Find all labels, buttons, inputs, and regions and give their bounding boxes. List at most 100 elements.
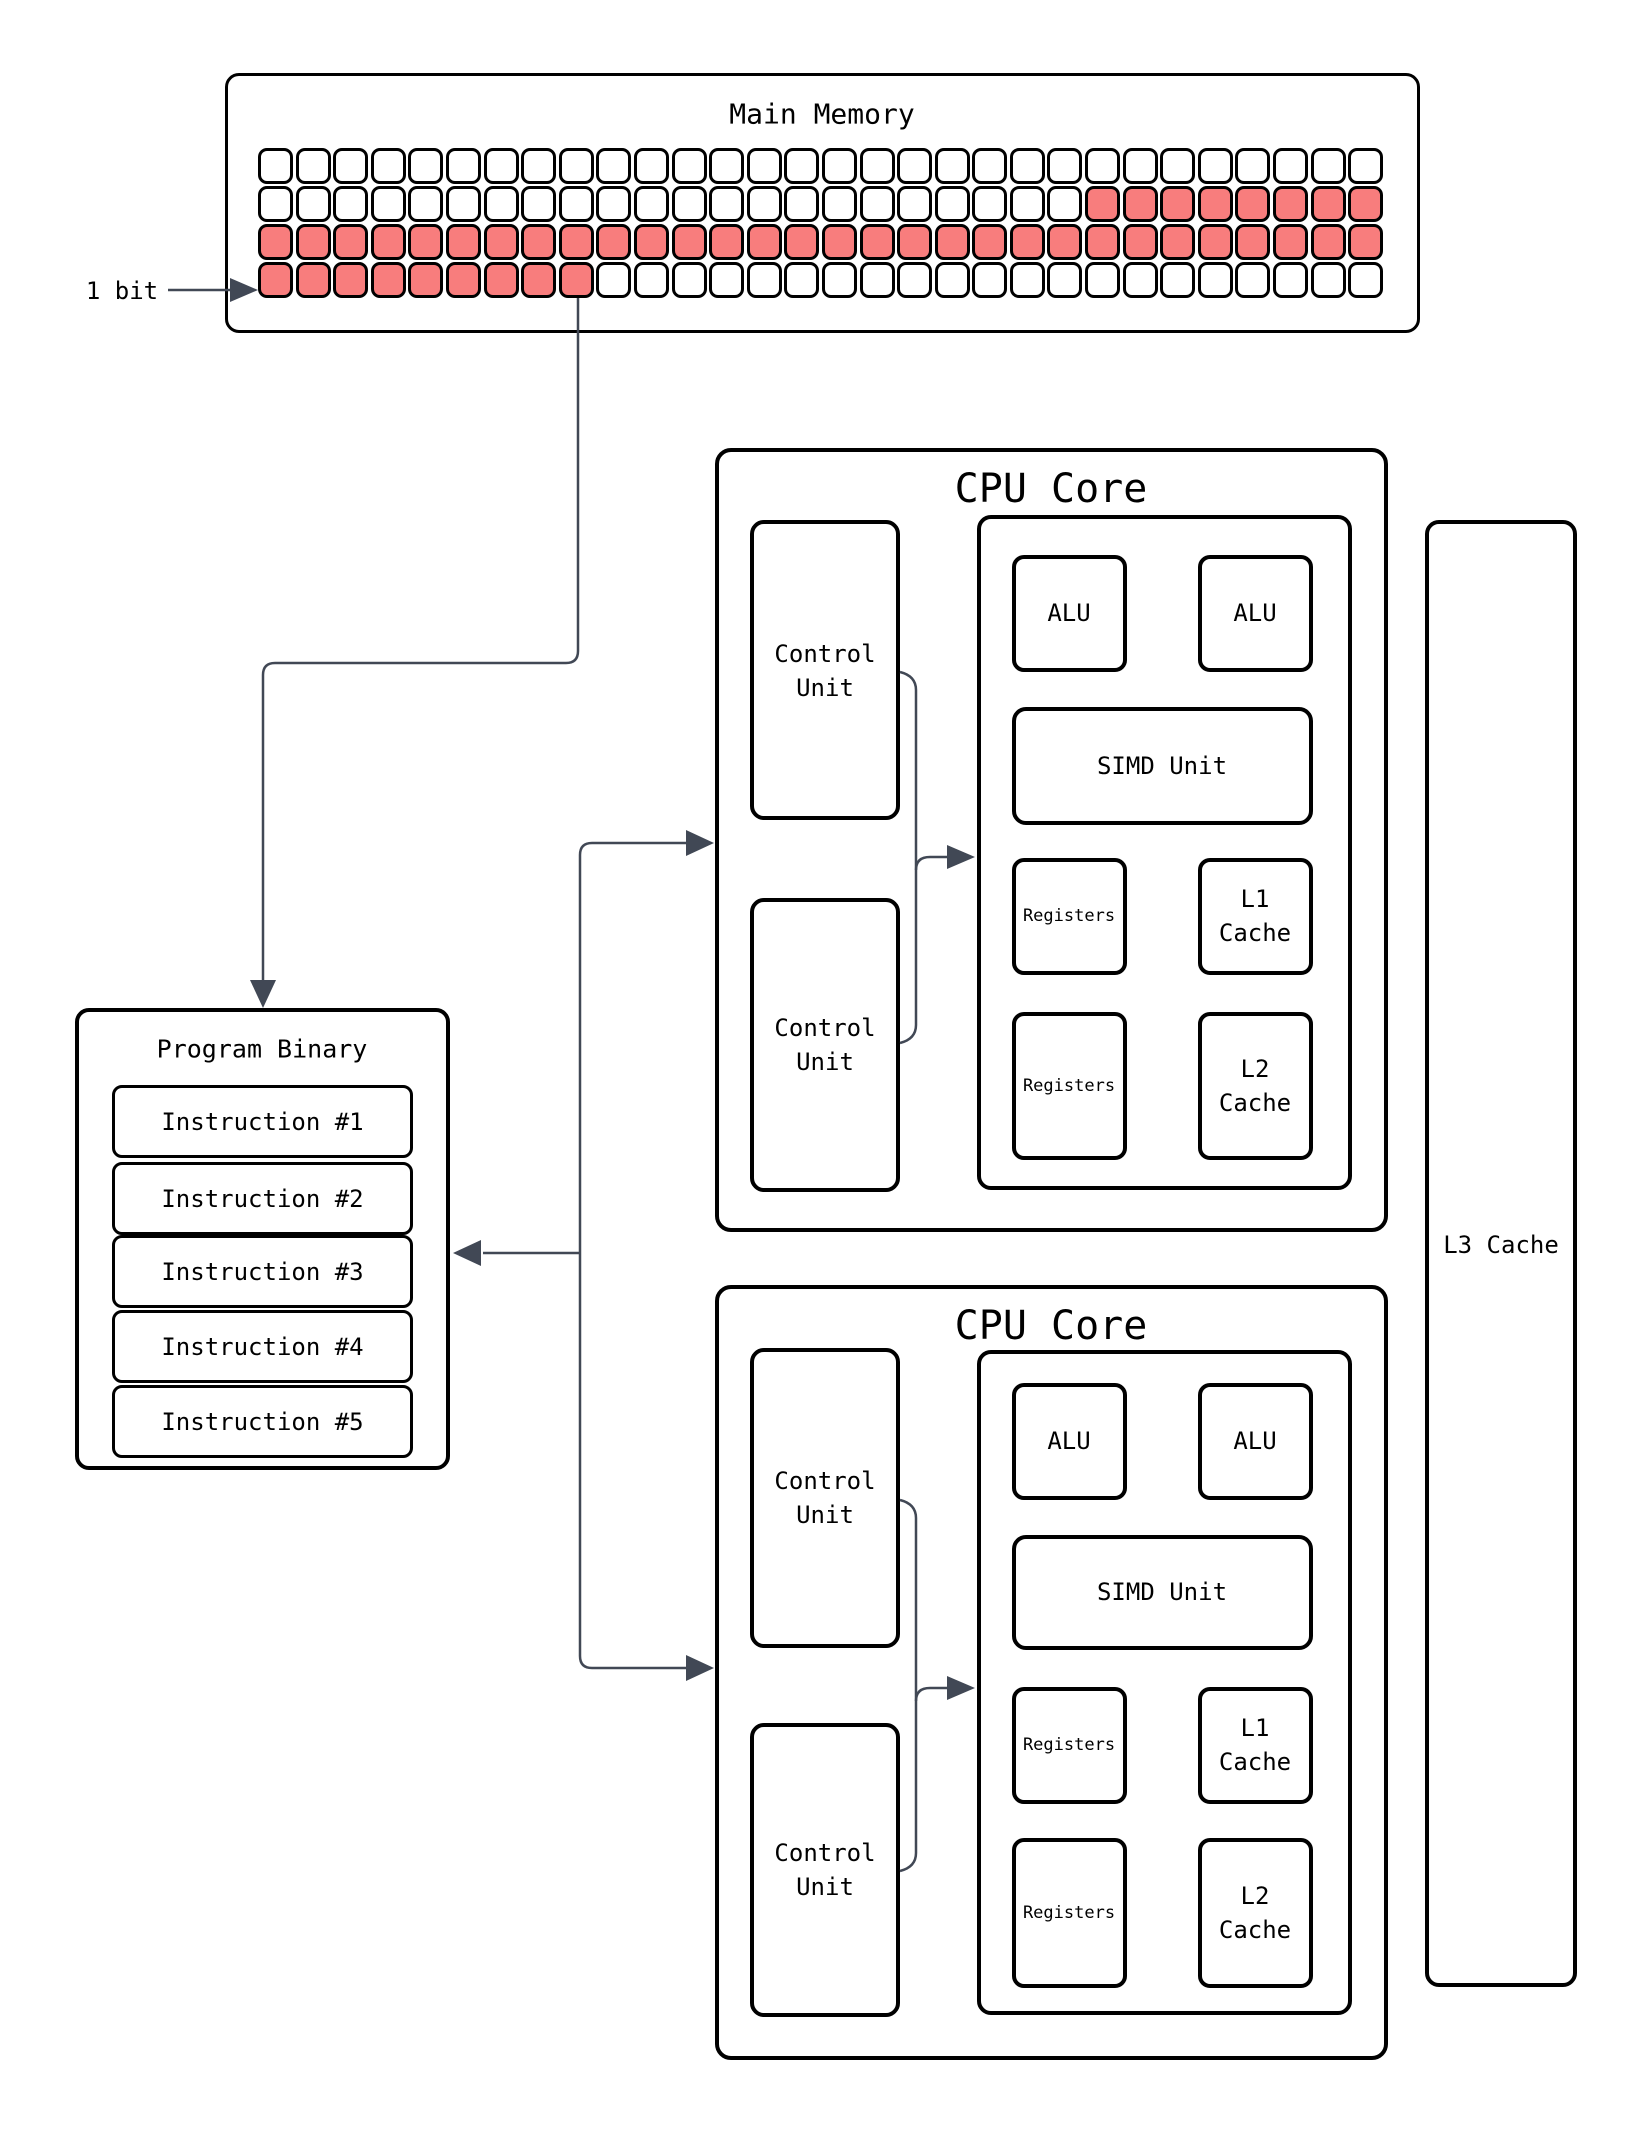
memory-bit-cell	[1273, 224, 1309, 260]
memory-bit-cell	[1085, 262, 1121, 298]
alu-box	[1198, 1383, 1313, 1500]
memory-bit-cell	[483, 148, 519, 184]
program-to-cores-trunk-line	[578, 841, 688, 1670]
memory-bit-cell	[1235, 148, 1271, 184]
l2-cache-box	[1198, 1838, 1313, 1988]
simd-unit-label: SIMD Unit	[1096, 752, 1228, 780]
memory-bit-cell	[558, 186, 594, 222]
memory-bit-cell	[897, 148, 933, 184]
memory-bit-cell	[859, 186, 895, 222]
memory-bit-cell	[596, 148, 632, 184]
memory-bit-cell	[295, 148, 331, 184]
memory-bit-cell	[897, 224, 933, 260]
instruction-item: Instruction #5	[112, 1385, 413, 1458]
l1-cache-label: L1 Cache	[1218, 1714, 1292, 1776]
memory-bit-cell	[1047, 262, 1083, 298]
memory-bit-grid	[258, 148, 1384, 298]
memory-bit-cell	[596, 262, 632, 298]
memory-bit-cell	[934, 148, 970, 184]
memory-bit-cell	[972, 262, 1008, 298]
memory-bit-cell	[1160, 186, 1196, 222]
memory-bit-cell	[1122, 148, 1158, 184]
l1-cache-box	[1198, 858, 1313, 975]
memory-bit-cell	[558, 224, 594, 260]
memory-to-program-arrowhead-icon	[250, 980, 276, 1008]
memory-bit-cell	[1085, 224, 1121, 260]
main-memory-title: Main Memory	[729, 97, 915, 131]
alu-box	[1012, 555, 1127, 672]
memory-bit-cell	[521, 148, 557, 184]
memory-bit-cell	[1235, 224, 1271, 260]
memory-bit-cell	[897, 186, 933, 222]
instruction-label: Instruction #1	[161, 1107, 364, 1136]
l3-cache-label: L3 Cache	[1443, 1231, 1559, 1259]
memory-bit-cell	[972, 148, 1008, 184]
memory-bit-cell	[934, 186, 970, 222]
memory-bit-cell	[859, 224, 895, 260]
memory-bit-cell	[1235, 186, 1271, 222]
memory-bit-cell	[821, 224, 857, 260]
memory-bit-cell	[784, 262, 820, 298]
memory-bit-cell	[445, 262, 481, 298]
memory-bit-cell	[1047, 186, 1083, 222]
memory-bit-cell	[746, 262, 782, 298]
memory-bit-cell	[1348, 148, 1384, 184]
memory-bit-cell	[1085, 148, 1121, 184]
control-unit-box	[750, 1723, 900, 2017]
memory-bit-cell	[1009, 148, 1045, 184]
memory-bit-cell	[596, 186, 632, 222]
memory-bit-cell	[1047, 148, 1083, 184]
alu-label: ALU	[1047, 599, 1091, 627]
memory-bit-cell	[558, 262, 594, 298]
registers-box	[1012, 1838, 1127, 1988]
l3-cache-box	[1425, 520, 1577, 1987]
simd-unit-box	[1012, 1535, 1313, 1650]
memory-bit-cell	[333, 148, 369, 184]
control-unit-box	[750, 898, 900, 1192]
control-unit-box	[750, 1348, 900, 1648]
memory-bit-cell	[521, 186, 557, 222]
memory-bit-cell	[1197, 186, 1233, 222]
registers-label: Registers	[1022, 906, 1116, 926]
l2-cache-label: L2 Cache	[1218, 1882, 1292, 1944]
memory-bit-cell	[1348, 186, 1384, 222]
memory-bit-cell	[1047, 224, 1083, 260]
memory-bit-cell	[709, 186, 745, 222]
alu-label: ALU	[1047, 1427, 1091, 1455]
l1-cache-box	[1198, 1687, 1313, 1804]
memory-bit-cell	[1197, 262, 1233, 298]
memory-bit-cell	[1009, 224, 1045, 260]
cpu-core-2-title: CPU Core	[954, 1303, 1148, 1349]
instruction-item: Instruction #4	[112, 1310, 413, 1383]
program-binary-title: Program Binary	[156, 1034, 368, 1064]
memory-bit-cell	[333, 262, 369, 298]
memory-bit-cell	[295, 262, 331, 298]
memory-bit-cell	[1348, 262, 1384, 298]
memory-bit-cell	[1197, 224, 1233, 260]
memory-bit-cell	[709, 262, 745, 298]
memory-bit-cell	[483, 262, 519, 298]
memory-bit-cell	[370, 148, 406, 184]
registers-box	[1012, 1012, 1127, 1160]
memory-bit-cell	[258, 224, 293, 260]
memory-bit-cell	[370, 186, 406, 222]
memory-bit-cell	[784, 186, 820, 222]
instruction-item: Instruction #2	[112, 1162, 413, 1235]
memory-bit-cell	[521, 224, 557, 260]
memory-bit-cell	[1273, 148, 1309, 184]
control-unit-label: Control Unit	[774, 1014, 876, 1076]
memory-bit-cell	[258, 186, 293, 222]
memory-bit-cell	[709, 148, 745, 184]
control-unit-label: Control Unit	[774, 640, 876, 702]
instruction-label: Instruction #4	[161, 1332, 364, 1361]
alu-label: ALU	[1233, 1427, 1277, 1455]
registers-label: Registers	[1022, 1903, 1116, 1923]
registers-label: Registers	[1022, 1076, 1116, 1096]
memory-bit-cell	[671, 148, 707, 184]
registers-box	[1012, 1687, 1127, 1804]
memory-bit-cell	[784, 148, 820, 184]
memory-bit-cell	[408, 262, 444, 298]
core2-arrowhead-icon	[686, 1655, 714, 1681]
memory-bit-cell	[258, 148, 293, 184]
l2-cache-box	[1198, 1012, 1313, 1160]
